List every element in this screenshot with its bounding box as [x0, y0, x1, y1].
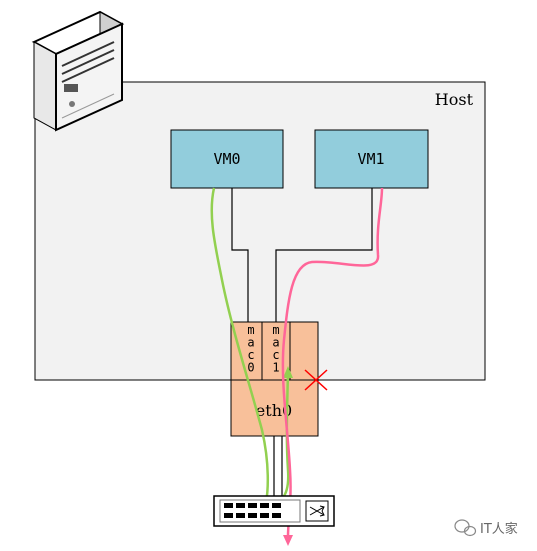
vm1-box: VM1	[314, 129, 429, 189]
vm1-traffic-path	[281, 187, 384, 537]
vm0-label: VM0	[213, 150, 240, 168]
vm1-path-arrowhead	[283, 535, 293, 546]
eth0-label: eth0	[256, 401, 292, 420]
vm0-traffic-path	[210, 187, 290, 504]
vm1-label: VM1	[357, 150, 384, 168]
vm0-box: VM0	[170, 129, 284, 189]
blocked-cross-icon	[304, 369, 328, 391]
vm0-path-arrowhead	[283, 366, 293, 378]
eth0-nic: eth0	[230, 321, 319, 437]
switch-ports	[224, 503, 281, 518]
server-icon	[31, 10, 125, 132]
wechat-icon	[454, 519, 477, 537]
switch-icon	[213, 495, 335, 527]
host-label: Host	[435, 90, 474, 109]
watermark: IT人家	[454, 519, 518, 537]
watermark-text: IT人家	[480, 521, 518, 537]
vm-wiring	[231, 188, 373, 500]
